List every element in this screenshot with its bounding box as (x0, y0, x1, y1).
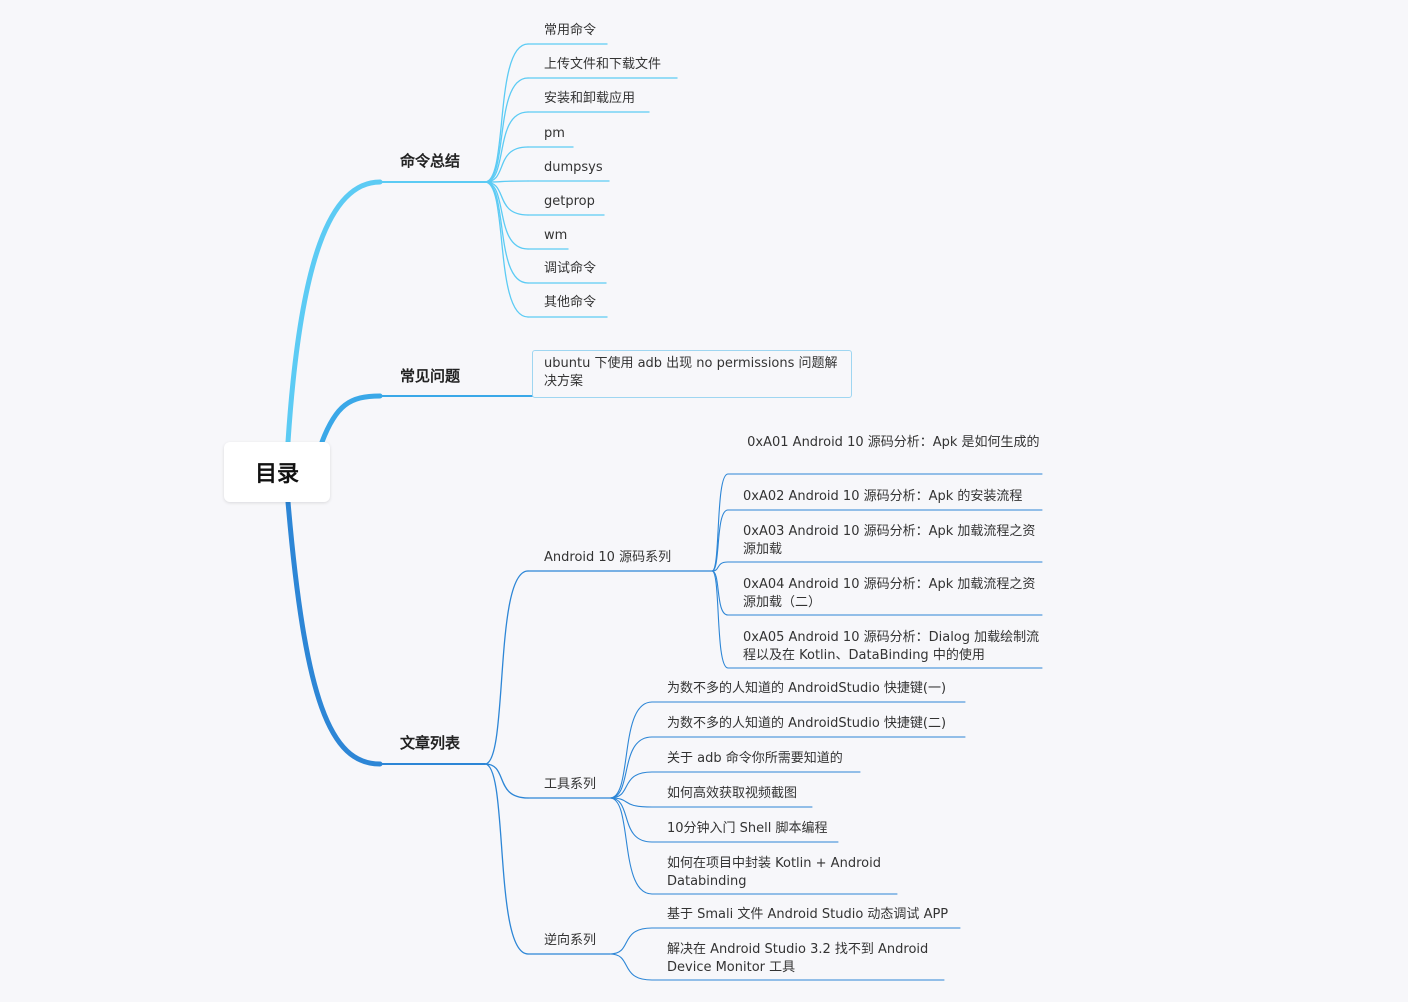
connector-tools-item (609, 736, 653, 799)
connector-command-item (484, 180, 529, 183)
connector-command-item (484, 77, 529, 183)
connector-reverse-item (609, 953, 653, 981)
branch-commands[interactable]: 命令总结 (400, 150, 460, 171)
connector-root-articles (285, 499, 383, 767)
article-item[interactable]: 0xA01 Android 10 源码分析：Apk 是如何生成的 (743, 435, 1040, 450)
command-item[interactable]: 上传文件和下载文件 (544, 57, 662, 72)
article-item[interactable]: 为数不多的人知道的 AndroidStudio 快捷键(一) (667, 681, 947, 696)
connector-reverse-item (609, 927, 653, 955)
connector-command-item (484, 181, 529, 250)
connector-android10-item (711, 561, 729, 572)
command-item[interactable]: 调试命令 (544, 261, 597, 276)
connector-command-item (484, 181, 529, 216)
connector-root-faq (319, 393, 383, 445)
command-item[interactable]: 常用命令 (544, 23, 597, 38)
connector-command-item (484, 181, 529, 284)
article-item[interactable]: 10分钟入门 Shell 脚本编程 (667, 821, 828, 836)
article-item[interactable]: 0xA03 Android 10 源码分析：Apk 加载流程之资源加载 (743, 524, 1036, 557)
connector-article-group (484, 763, 529, 799)
branch-faq[interactable]: 常见问题 (400, 365, 460, 386)
command-item[interactable]: 其他命令 (544, 295, 597, 310)
command-item[interactable]: wm (544, 228, 568, 243)
root-label: 目录 (254, 462, 299, 487)
command-item[interactable]: 安装和卸载应用 (544, 91, 636, 106)
article-item[interactable]: 如何高效获取视频截图 (667, 786, 798, 801)
branch-faq-label: 常见问题 (400, 367, 461, 385)
connector-android10-item (711, 473, 729, 572)
connector-article-group (484, 763, 529, 955)
article-item[interactable]: 为数不多的人知道的 AndroidStudio 快捷键(二) (667, 716, 947, 731)
connector-tools-item (609, 771, 653, 799)
connector-android10-item (711, 570, 729, 669)
connector-command-item (484, 111, 529, 183)
group-tools[interactable]: 工具系列 (544, 777, 597, 792)
connector-root-commands (285, 179, 383, 445)
branch-articles[interactable]: 文章列表 (400, 732, 460, 753)
article-item[interactable]: 0xA05 Android 10 源码分析：Dialog 加载绘制流程以及在 K… (743, 630, 1040, 663)
root-node[interactable]: 目录 (224, 442, 330, 502)
connector-android10-item (711, 509, 729, 572)
faq-item[interactable]: ubuntu 下使用 adb 出现 no permissions 问题解决方案 (544, 356, 838, 389)
article-item[interactable]: 0xA02 Android 10 源码分析：Apk 的安装流程 (743, 489, 1023, 504)
connector-tools-item (609, 701, 653, 799)
group-android10[interactable]: Android 10 源码系列 (544, 550, 672, 565)
connector-command-item (484, 146, 529, 183)
command-item[interactable]: pm (544, 126, 565, 141)
connector-android10-item (711, 570, 729, 616)
article-item[interactable]: 解决在 Android Studio 3.2 找不到 Android Devic… (667, 942, 929, 975)
connector-command-item (484, 181, 529, 318)
branch-articles-label: 文章列表 (400, 734, 461, 752)
article-item[interactable]: 如何在项目中封装 Kotlin + Android Databinding (667, 856, 881, 889)
command-item[interactable]: getprop (544, 194, 595, 209)
connector-command-item (484, 43, 529, 183)
branch-commands-label: 命令总结 (400, 152, 461, 170)
article-item[interactable]: 基于 Smali 文件 Android Studio 动态调试 APP (667, 907, 949, 922)
connector-tools-item (609, 797, 653, 843)
connector-tools-item (609, 797, 653, 808)
group-reverse[interactable]: 逆向系列 (544, 933, 597, 948)
connector-article-group (484, 570, 529, 765)
faq-item-box[interactable] (532, 350, 852, 398)
article-item[interactable]: 关于 adb 命令你所需要知道的 (667, 751, 843, 766)
connector-tools-item (609, 797, 653, 895)
article-item[interactable]: 0xA04 Android 10 源码分析：Apk 加载流程之资源加载（二） (743, 577, 1036, 610)
command-item[interactable]: dumpsys (544, 160, 603, 175)
